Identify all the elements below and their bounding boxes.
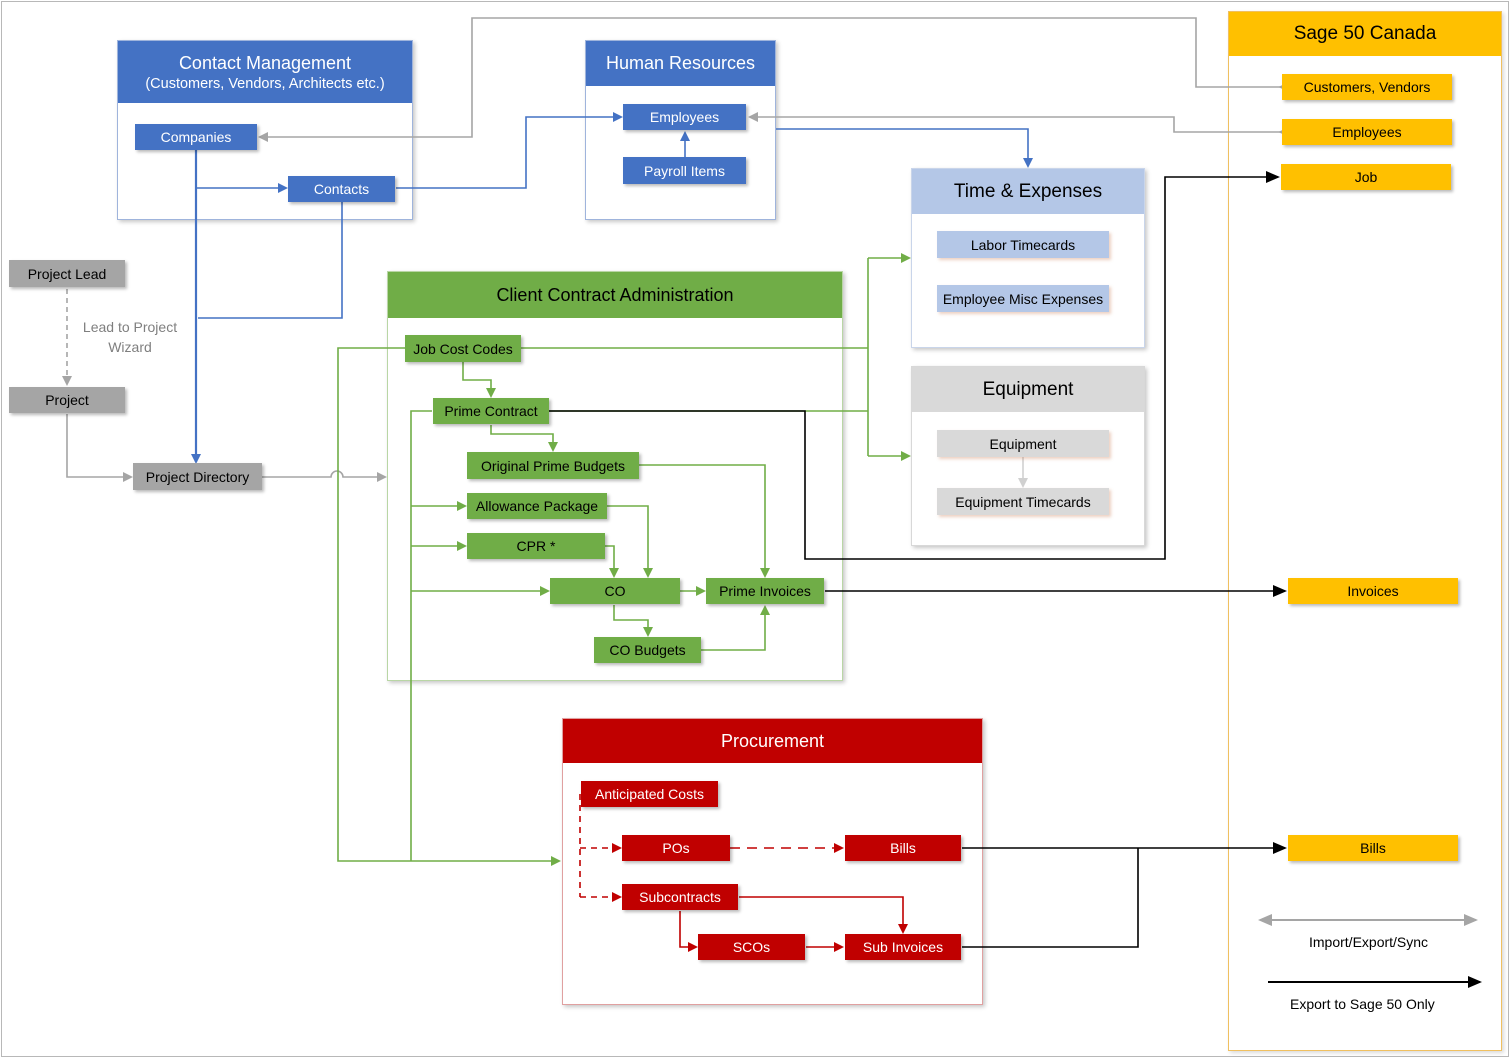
scos-node: SCOs xyxy=(698,934,805,960)
payroll-items-node: Payroll Items xyxy=(623,157,746,184)
prime-invoices-node: Prime Invoices xyxy=(706,578,824,604)
jobcost-to-prime-line xyxy=(462,362,496,398)
project-to-directory-line xyxy=(66,414,133,482)
procurement-title: Procurement xyxy=(720,730,825,751)
employees-to-sage-line xyxy=(748,112,1292,138)
wizard-label: Lead to Project Wizard xyxy=(82,319,178,355)
legend-export-label: Export to Sage 50 Only xyxy=(1290,996,1435,1012)
co-node: CO xyxy=(550,578,680,604)
time-expenses-panel: Time & Expenses xyxy=(911,168,1145,348)
hr-employees-node: Employees xyxy=(623,104,746,130)
contacts-node: Contacts xyxy=(288,176,395,202)
pos-node: POs xyxy=(622,835,730,861)
original-prime-budgets-node: Original Prime Budgets xyxy=(467,452,639,479)
subcontracts-to-subinvoices-line xyxy=(739,896,908,934)
procurement-bills-node: Bills xyxy=(845,835,961,861)
companies-node: Companies xyxy=(135,124,257,150)
equipment-node: Equipment xyxy=(937,430,1109,457)
job-cost-codes-node: Job Cost Codes xyxy=(405,335,521,362)
co-to-cobudgets-line xyxy=(613,605,653,637)
subcontracts-node: Subcontracts xyxy=(622,884,738,910)
employees-to-time-line xyxy=(776,128,1033,168)
contacts-to-employees-line xyxy=(396,112,623,189)
equipment-title: Equipment xyxy=(982,378,1074,400)
human-resources-title: Human Resources xyxy=(605,53,756,73)
sage-employees-node: Employees xyxy=(1282,119,1452,145)
sage-title: Sage 50 Canada xyxy=(1229,12,1501,56)
cpr-to-co-line xyxy=(605,545,619,578)
contacts-to-directory-line xyxy=(198,202,343,319)
co-budgets-node: CO Budgets xyxy=(594,637,701,663)
labor-timecards-node: Labor Timecards xyxy=(937,231,1109,258)
equipment-header: Equipment xyxy=(912,367,1144,412)
prime-to-budgets-line xyxy=(490,425,558,452)
time-expenses-header: Time & Expenses xyxy=(912,169,1144,214)
cobudgets-to-invoices-line xyxy=(701,605,770,651)
equipment-timecards-node: Equipment Timecards xyxy=(937,488,1109,515)
sage-job-node: Job xyxy=(1281,164,1451,190)
sub-invoices-node: Sub Invoices xyxy=(845,934,961,960)
companies-to-contacts-line xyxy=(195,150,288,193)
time-expenses-title: Time & Expenses xyxy=(953,180,1103,202)
cpr-node: CPR * xyxy=(467,533,605,559)
anticipated-costs-node: Anticipated Costs xyxy=(581,781,718,807)
allowance-to-co-line xyxy=(607,505,653,578)
employee-misc-expenses-node: Employee Misc Expenses xyxy=(937,285,1109,312)
project-directory-node: Project Directory xyxy=(133,463,262,490)
prime-to-job-line xyxy=(549,171,1280,560)
client-contract-header: Client Contract Administration xyxy=(388,272,842,318)
sage-bills-node: Bills xyxy=(1288,835,1458,861)
sage-invoices-node: Invoices xyxy=(1288,578,1458,604)
procurement-header: Procurement xyxy=(563,719,982,763)
jobcost-to-procurement-line xyxy=(337,347,561,866)
companies-to-sage-line xyxy=(258,17,1292,142)
project-node: Project xyxy=(9,387,125,413)
legend-sync-label: Import/Export/Sync xyxy=(1309,934,1429,950)
directory-to-client-line xyxy=(262,470,387,482)
sage-customers-vendors-node: Customers, Vendors xyxy=(1282,74,1452,100)
client-contract-title: Client Contract Administration xyxy=(496,284,734,305)
allowance-package-node: Allowance Package xyxy=(467,493,607,519)
project-lead-node: Project Lead xyxy=(9,260,125,287)
subcontracts-to-scos-line xyxy=(679,911,698,952)
contact-management-title: Contact Management xyxy=(178,52,352,73)
prime-spine-line xyxy=(410,410,432,861)
budgets-to-invoices-line xyxy=(639,464,770,578)
prime-contract-node: Prime Contract xyxy=(433,398,549,424)
subinvoices-export-line xyxy=(962,848,1139,948)
human-resources-header: Human Resources xyxy=(586,41,775,86)
